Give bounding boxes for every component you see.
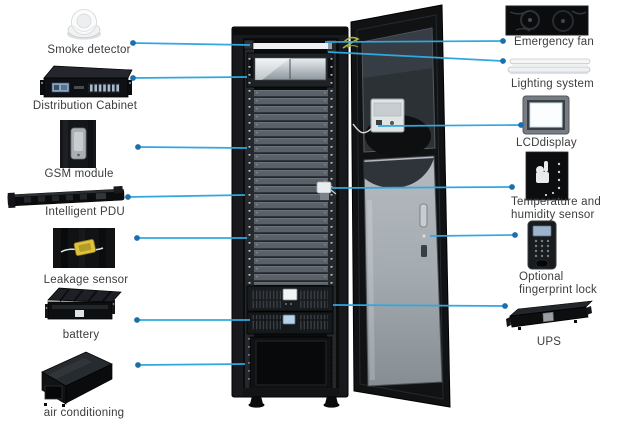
label-air-conditioning: air conditioning	[43, 407, 125, 419]
rack-distribution-unit	[246, 52, 334, 88]
rack-cabinet	[231, 26, 349, 408]
rack-battery-unit	[246, 311, 334, 335]
label-line: fingerprint lock	[519, 283, 597, 296]
door-mesh-window	[363, 155, 443, 387]
door-lcd-controller	[352, 98, 405, 134]
label-temperature-humidity-sensor: Temperature and humidity sensor	[511, 196, 601, 221]
fingerprint-lock-image	[527, 220, 557, 270]
leader-dots	[125, 38, 524, 368]
label-line: Temperature and	[511, 196, 601, 208]
leader-lines	[127, 40, 522, 366]
cabinet-door	[342, 4, 451, 408]
label-fingerprint-lock: Optional fingerprint lock	[519, 271, 597, 296]
label-lighting-system: Lighting system	[511, 78, 594, 90]
ups-image	[506, 300, 593, 330]
hinge-wires	[342, 36, 360, 49]
rack-blanking-panels	[254, 90, 328, 285]
rack-lighting-tube	[247, 43, 332, 49]
smoke-detector-image	[67, 9, 101, 40]
air-conditioning-image	[41, 351, 113, 407]
lighting-system-image	[507, 58, 591, 75]
distribution-cabinet-image	[40, 65, 133, 98]
rack-air-conditioning-bay	[249, 336, 333, 390]
label-smoke-detector: Smoke detector	[47, 44, 131, 56]
battery-image	[45, 287, 122, 320]
label-line: Optional	[519, 271, 564, 283]
label-gsm-module: GSM module	[44, 168, 114, 180]
door-handle	[419, 203, 428, 257]
label-intelligent-pdu: Intelligent PDU	[45, 206, 125, 218]
label-ups: UPS	[536, 336, 562, 348]
label-line: humidity sensor	[511, 208, 595, 221]
rack-ups-unit	[246, 285, 334, 312]
cabinet-feet	[248, 396, 340, 408]
lcd-display-image	[522, 95, 570, 135]
label-leakage-sensor: Leakage sensor	[43, 274, 129, 286]
rack-temperature-sensor	[316, 181, 337, 200]
intelligent-pdu-image	[7, 186, 125, 209]
label-battery: battery	[62, 329, 100, 341]
temperature-humidity-sensor-image	[525, 151, 569, 201]
emergency-fan-image	[505, 5, 589, 36]
leakage-sensor-image	[53, 228, 115, 268]
gsm-module-image	[60, 120, 96, 168]
label-emergency-fan: Emergency fan	[514, 36, 594, 48]
door-top-window	[361, 27, 436, 157]
label-lcd-display: LCDdisplay	[516, 137, 577, 149]
label-distribution-cabinet: Distribution Cabinet	[32, 100, 138, 112]
